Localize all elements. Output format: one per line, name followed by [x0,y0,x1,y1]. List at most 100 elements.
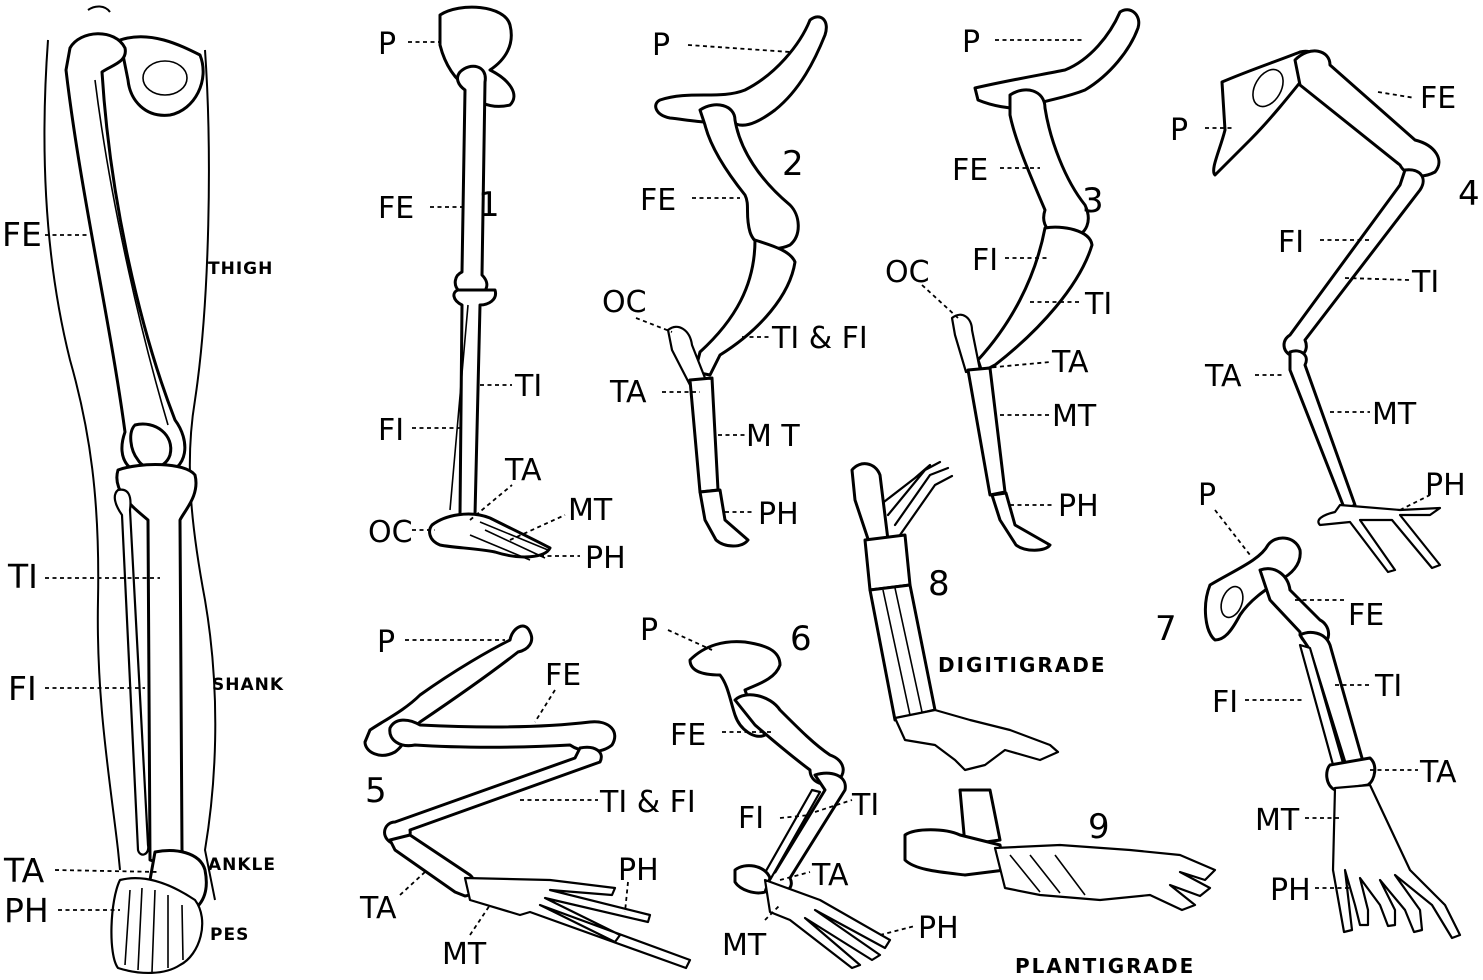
fig6-label-mt: MT [722,928,767,963]
fig2-pelvis [656,17,827,125]
fig4-toes [1318,505,1440,572]
fig3-pelvis [975,10,1139,109]
fig3-label-oc: OC [885,255,930,290]
fig9-caption: PLANTIGRADE [1015,954,1195,978]
fig6-label-fe: FE [670,718,706,753]
fig7-foot [1333,785,1460,938]
fig3-label-ta: TA [1051,345,1089,380]
human-region-pes: PES [210,925,249,945]
fig8-number: 8 [928,564,950,604]
human-label-fi: FI [8,669,37,708]
fig7-label-ta: TA [1419,755,1457,790]
fig1-number: 1 [478,185,500,225]
human-label-fe: FE [2,215,42,254]
fig2-metatarsal [690,378,718,492]
fig4-tibia [1284,170,1423,357]
fig3-femur [1010,90,1088,238]
fig6-label-ph: PH [918,911,959,946]
fig7-label-fe: FE [1348,598,1384,633]
fig1-label-fi: FI [378,413,404,448]
fig4-label-fe: FE [1420,81,1456,116]
fig4-label-mt: MT [1372,397,1417,432]
fig2-label-p: P [652,28,670,63]
human-region-ankle: ANKLE [208,855,276,875]
fig4-label-fi: FI [1278,225,1304,260]
fig4-label-ta: TA [1204,359,1242,394]
human-pelvis [120,37,203,116]
fig8-tendons [880,462,952,535]
fig5-label-ph: PH [618,853,659,888]
fig4-label-ti: TI [1411,265,1439,300]
figure-9: 9 PLANTIGRADE [905,790,1215,978]
fig5-tibia [385,747,602,844]
fig5-label-mt: MT [442,937,487,972]
fig1-label-fe: FE [378,191,414,226]
figure-5: P FE 5 TI & FI TA PH MT [359,625,696,972]
fig6-foot [765,880,890,968]
fig6-label-p: P [640,613,658,648]
fig3-label-p: P [962,25,980,60]
fig3-label-fi: FI [972,243,998,278]
fig4-femur [1295,51,1439,176]
fig5-foot [465,878,690,968]
fig5-number: 5 [365,771,387,811]
fig3-digits [992,493,1050,550]
fig4-label-p: P [1170,113,1188,148]
fig1-foot [430,514,550,557]
fig6-label-ti: TI [851,788,879,823]
fig2-label-mt: M T [746,419,800,454]
fig7-label-ph: PH [1270,873,1311,908]
fig3-number: 3 [1082,181,1104,221]
fig4-label-ph: PH [1425,468,1466,503]
fig9-number: 9 [1088,807,1110,847]
fig1-label-ti: TI [514,369,542,404]
fig3-label-fe: FE [952,153,988,188]
fig5-label-p: P [377,625,395,660]
fig4-tarsometatarsus [1290,351,1355,510]
fig8-metatarsals [870,585,935,720]
human-label-ph: PH [4,891,49,930]
fig6-femur [735,695,843,784]
fig3-metatarsal [968,368,1005,495]
fig6-label-ta: TA [811,858,849,893]
figure-3: P FE 3 FI OC TI TA MT PH [885,10,1139,551]
fig7-label-mt: MT [1255,803,1300,838]
human-label-ta: TA [3,851,45,890]
fig1-label-ph: PH [585,541,626,576]
fig3-label-ti: TI [1084,287,1112,322]
fig2-label-fe: FE [640,183,676,218]
fig1-label-ta: TA [504,453,542,488]
fig5-label-tifi: TI & FI [599,785,696,820]
fig6-number: 6 [790,619,812,659]
fig1-label-mt: MT [568,493,613,528]
fig2-label-ph: PH [758,497,799,532]
human-fibula [115,490,148,855]
fig3-heel [952,315,980,372]
fig1-label-oc: OC [368,515,413,550]
human-label-ti: TI [7,557,38,596]
fig7-label-p: P [1198,478,1216,513]
fig2-label-oc: OC [602,285,647,320]
fig3-label-mt: MT [1052,399,1097,434]
fig7-number: 7 [1155,609,1177,649]
human-leg-figure: FE TI FI TA PH THIGH SHANK ANKLE PES [2,6,284,972]
fig5-label-fe: FE [545,658,581,693]
fig1-femur [455,66,487,295]
figure-1: P FE 1 TI FI TA OC MT PH [368,7,626,576]
fig2-label-tifi: TI & FI [771,321,868,356]
figure-4: FE P 4 FI TI TA MT PH [1170,51,1480,572]
fig1-label-p: P [378,27,396,62]
human-region-thigh: THIGH [208,259,273,279]
fig5-label-ta: TA [359,891,397,926]
fig2-digits [700,490,748,546]
figure-2: P 2 FE OC TI & FI TA M T PH [602,17,868,546]
fig8-toes [895,710,1058,770]
human-region-shank: SHANK [212,675,284,695]
fig7-label-fi: FI [1212,685,1238,720]
fig3-label-ph: PH [1058,489,1099,524]
fig2-number: 2 [782,144,804,184]
fig4-number: 4 [1458,174,1480,214]
fig6-label-fi: FI [738,801,764,836]
fig2-label-ta: TA [609,375,647,410]
